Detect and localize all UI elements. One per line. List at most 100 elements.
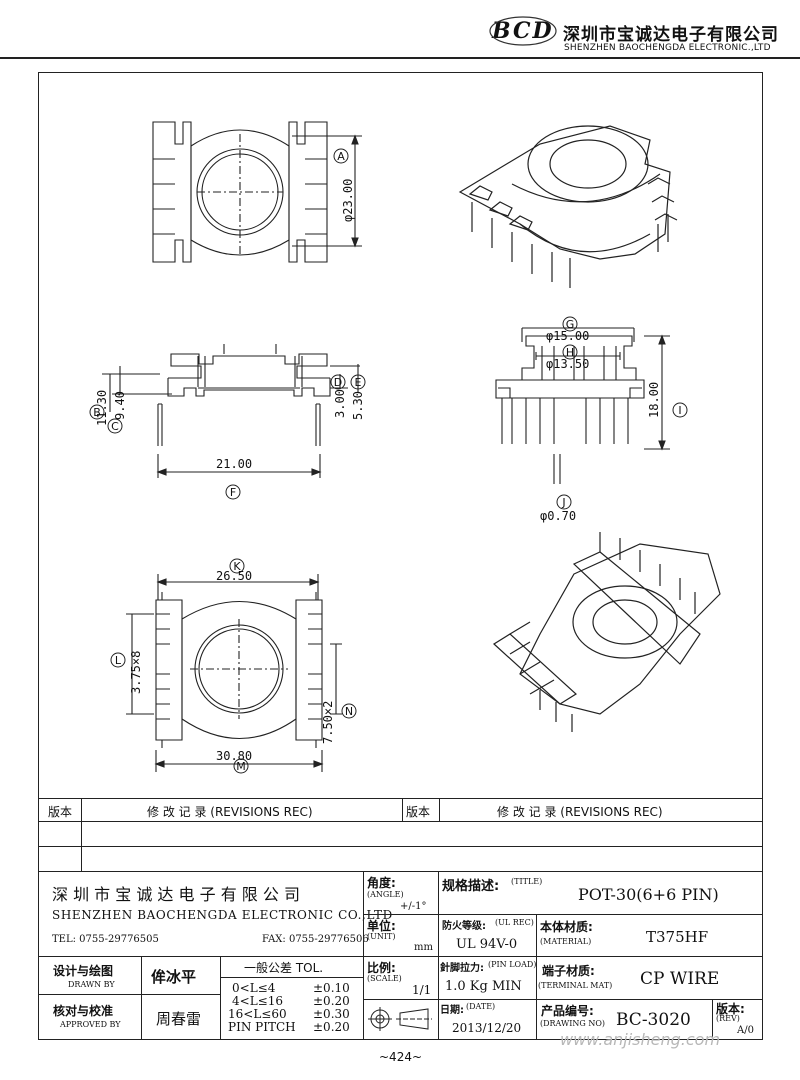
tb-tel: TEL: 0755-29776505 <box>52 934 159 945</box>
tb-tol-val: ±0.10 <box>313 981 350 995</box>
dim-300: 3.00 <box>333 389 347 418</box>
label-E: E <box>355 376 362 389</box>
rev-col4: 修 改 记 录 (REVISIONS REC) <box>497 805 663 819</box>
dim-phi1350: φ13.50 <box>546 357 589 371</box>
dim-phi070: φ0.70 <box>540 509 576 523</box>
tb-rev-value: A/0 <box>737 1025 754 1036</box>
rev-row <box>81 821 763 847</box>
tb-title-en: (TITLE) <box>511 877 543 886</box>
iso-view-top <box>458 125 678 288</box>
label-N: N <box>345 705 353 718</box>
tb-date-label: 日期: <box>440 1005 464 1016</box>
company-name-en: SHENZHEN BAOCHENGDA ELECTRONIC.,LTD <box>564 43 771 53</box>
tb-company-en: SHENZHEN BAOCHENGDA ELECTRONIC CO.,LTD <box>52 908 393 922</box>
projection-symbol-icon <box>368 1007 432 1031</box>
label-B: B <box>93 406 101 419</box>
dim-1800: 18.00 <box>647 382 661 418</box>
tb-rev-label: 版本: <box>716 1002 745 1016</box>
label-F: F <box>230 486 236 499</box>
tb-tol-val: ±0.30 <box>313 1007 350 1021</box>
tb-tol-range: 16<L≤60 <box>228 1007 287 1021</box>
label-M: M <box>236 760 246 773</box>
label-D: D <box>334 376 342 389</box>
iso-view-bottom <box>493 532 721 732</box>
dim-3080: 30.80 <box>216 749 252 763</box>
tb-unit-value: mm <box>414 942 433 953</box>
tb-terminal-value: CP WIRE <box>640 969 720 989</box>
company-name-cn: 深圳市宝诚达电子有限公司 <box>563 25 779 45</box>
dim-375x8: 3.75×8 <box>129 651 143 694</box>
dim-1130: 11.30 <box>95 390 109 426</box>
tb-drawn-name: 侔冰平 <box>151 968 197 986</box>
tb-title-label: 规格描述: <box>442 879 500 894</box>
tb-tol-rule <box>220 977 364 978</box>
tb-terminal-en: (TERMINAL MAT) <box>538 981 613 990</box>
tb-ul-value: UL 94V-0 <box>456 937 518 952</box>
dim-phi23: φ23.00 <box>341 179 355 222</box>
rev-col1: 版本 <box>48 805 73 819</box>
tb-scale-value: 1/1 <box>412 983 432 997</box>
tb-angle-label: 角度: <box>367 876 396 890</box>
tb-tol-range: PIN PITCH <box>228 1020 296 1034</box>
dim-2100: 21.00 <box>216 457 252 471</box>
tb-tol-range: 4<L≤16 <box>232 994 283 1008</box>
tb-drawno-en: (DRAWING NO) <box>540 1019 606 1028</box>
tb-unit-en: (UNIT) <box>367 932 396 941</box>
tb-approved-en: APPROVED BY <box>60 1020 121 1029</box>
tb-material-value: T375HF <box>646 928 709 946</box>
label-K: K <box>233 560 241 573</box>
label-L: L <box>115 654 122 667</box>
tb-drawno-label: 产品编号: <box>541 1004 594 1018</box>
label-C: C <box>111 420 119 433</box>
label-I: I <box>678 404 681 417</box>
top-view <box>152 121 362 263</box>
tb-date-value: 2013/12/20 <box>452 1021 522 1035</box>
rev-col2: 修 改 记 录 (REVISIONS REC) <box>147 805 313 819</box>
label-A: A <box>337 150 345 163</box>
front-view <box>102 344 360 478</box>
tb-material-label: 本体材质: <box>540 920 593 934</box>
dim-phi15: φ15.00 <box>546 329 589 343</box>
dim-750x2: 7.50×2 <box>321 701 335 744</box>
company-logo: BCD <box>492 18 554 44</box>
dim-2650: 26.50 <box>216 569 252 583</box>
tb-unit-label: 单位: <box>367 919 396 933</box>
tb-tol-val: ±0.20 <box>313 1020 350 1034</box>
tb-drawno-value: BC-3020 <box>616 1010 691 1030</box>
rev-row <box>38 821 82 847</box>
tb-pinload-label: 針脚拉力: <box>440 963 484 974</box>
bottom-view <box>126 574 342 772</box>
logo-swoosh <box>489 16 557 46</box>
tb-angle-value: +/-1° <box>400 901 427 912</box>
label-H: H <box>566 346 574 359</box>
tb-approved-name: 周春雷 <box>156 1010 202 1028</box>
tb-approved-cn: 核对与校准 <box>53 1004 114 1018</box>
rev-row <box>38 846 82 872</box>
tb-material-en: (MATERIAL) <box>540 937 592 946</box>
side-view <box>495 327 670 484</box>
watermark: www.anjisheng.com <box>560 1030 721 1049</box>
tb-company-cn: 深 圳 市 宝 诚 达 电 子 有 限 公 司 <box>52 885 300 904</box>
tb-tol-val: ±0.20 <box>313 994 350 1008</box>
tb-fax: FAX: 0755-29776506 <box>262 934 369 945</box>
tb-title-value: POT-30(6+6 PIN) <box>578 885 719 904</box>
tb-drawn-en: DRAWN BY <box>68 980 115 989</box>
technical-drawing: A B C D E F G H I J K L N M φ23.00 11.30… <box>89 121 721 774</box>
tb-angle-en: (ANGLE) <box>367 890 404 899</box>
tb-ul-label: 防火等级: <box>442 921 486 932</box>
tb-rev-en: (REV) <box>716 1014 740 1023</box>
tb-tol-title: 一般公差 TOL. <box>244 961 324 975</box>
header-rule <box>0 57 800 59</box>
tb-ul-en: (UL REC) <box>495 918 534 927</box>
tb-scale-en: (SCALE) <box>367 974 402 983</box>
tb-pinload-en: (PIN LOAD) <box>488 960 537 969</box>
tb-tol-range: 0<L≤4 <box>232 981 276 995</box>
tb-scale-label: 比例: <box>367 961 396 975</box>
page-number: ~424~ <box>379 1050 423 1064</box>
dim-530: 5.30 <box>351 391 365 420</box>
tb-rev <box>712 999 763 1040</box>
rev-col3: 版本 <box>406 805 431 819</box>
dim-940: 9.40 <box>113 391 127 420</box>
label-J: J <box>561 496 565 509</box>
rev-row <box>81 846 763 872</box>
